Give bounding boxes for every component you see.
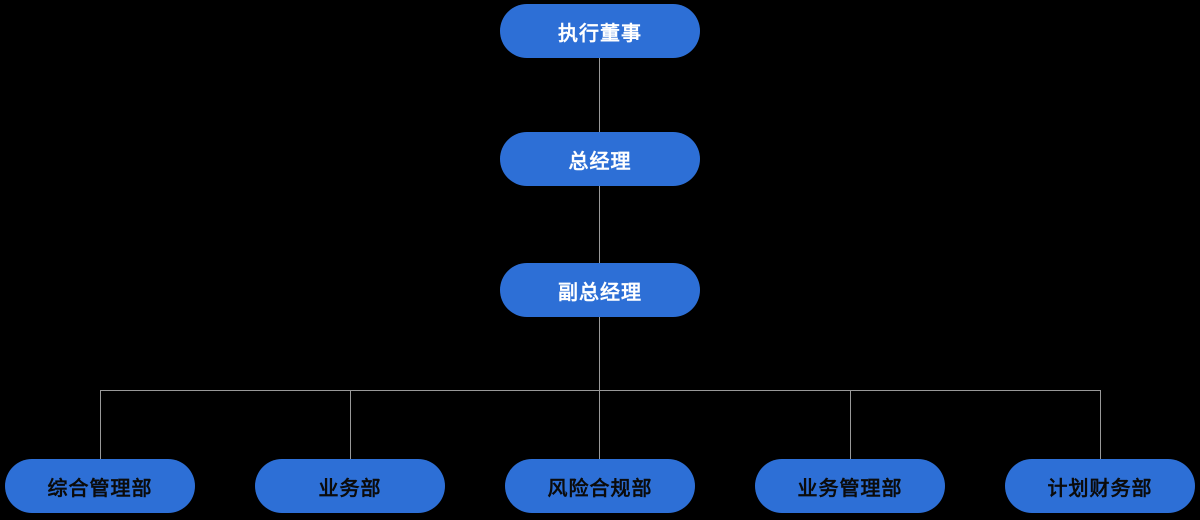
connector-drop-business [350, 390, 351, 459]
connector-drop-general-management [100, 390, 101, 459]
node-dept-business: 业务部 [255, 459, 445, 513]
node-executive-director-label: 执行董事 [558, 22, 642, 45]
connector-drop-business-management [850, 390, 851, 459]
node-dept-risk-compliance-label: 风险合规部 [547, 477, 653, 500]
node-dept-planning-finance-label: 计划财务部 [1047, 477, 1153, 500]
node-dept-business-management: 业务管理部 [755, 459, 945, 513]
node-deputy-general-manager: 副总经理 [500, 263, 700, 317]
connector-executive-director-to-general-manager [599, 58, 600, 132]
connector-deputy-to-risk-compliance [599, 317, 600, 459]
node-dept-business-management-label: 业务管理部 [797, 477, 903, 500]
connector-drop-planning-finance [1100, 390, 1101, 459]
connector-general-manager-to-deputy-general-manager [599, 186, 600, 263]
connector-departments-bus [100, 390, 1100, 391]
node-general-manager-label: 总经理 [568, 150, 632, 173]
node-deputy-general-manager-label: 副总经理 [558, 281, 642, 304]
node-dept-planning-finance: 计划财务部 [1005, 459, 1195, 513]
node-dept-general-management-label: 综合管理部 [47, 477, 153, 500]
node-dept-risk-compliance: 风险合规部 [505, 459, 695, 513]
node-executive-director: 执行董事 [500, 4, 700, 58]
node-dept-general-management: 综合管理部 [5, 459, 195, 513]
node-general-manager: 总经理 [500, 132, 700, 186]
node-dept-business-label: 业务部 [318, 477, 382, 500]
